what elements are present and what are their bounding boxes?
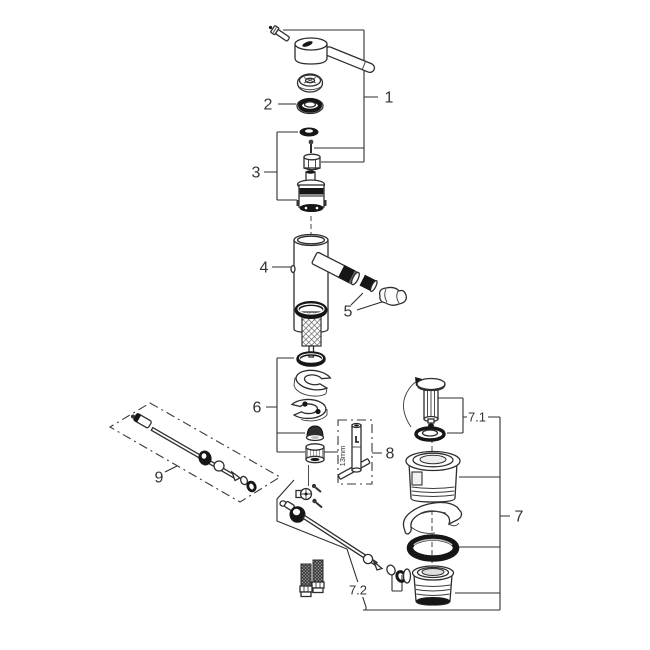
label-part-1: 1 xyxy=(385,90,394,107)
label-part-2: 2 xyxy=(264,97,273,114)
supply-hoses xyxy=(299,559,325,598)
mounting-horseshoe-upper xyxy=(293,369,332,397)
cartridge-washer xyxy=(299,127,319,137)
sleeve-nut xyxy=(305,443,325,486)
drain-flange xyxy=(405,450,461,503)
label-part-9: 9 xyxy=(155,470,164,487)
label-part-8: 8 xyxy=(386,446,395,463)
label-part-4: 4 xyxy=(260,260,269,277)
lever-handle xyxy=(294,37,376,74)
mounting-ring-part2 xyxy=(296,97,324,115)
mounting-horseshoe-lower xyxy=(290,398,328,422)
cap-nut xyxy=(305,425,325,442)
label-part-7: 7 xyxy=(515,509,524,526)
callout-labels: 1 2 3 4 5 6 7 7.1 7.2 8 9 xyxy=(155,90,524,598)
handle-dome-cap xyxy=(296,73,324,93)
aerator-assembly xyxy=(359,274,407,306)
shank-oring-small xyxy=(296,351,326,367)
callout-brackets xyxy=(164,29,510,611)
drain-lock-nut xyxy=(402,565,455,606)
cartridge-screw xyxy=(308,139,314,153)
faucet-body xyxy=(290,233,360,334)
drain-oring xyxy=(406,534,460,562)
label-part-5: 5 xyxy=(344,304,353,321)
cartridge xyxy=(296,170,327,212)
pull-rod-kit xyxy=(108,402,282,503)
label-part-7-1: 7.1 xyxy=(468,410,486,425)
drain-wave-clamp xyxy=(402,501,463,535)
popup-pivot-assembly xyxy=(279,483,323,523)
popup-rod xyxy=(302,514,407,583)
stopper-seal-ring xyxy=(414,426,446,442)
tool-box: 13mm xyxy=(337,419,373,485)
set-screw xyxy=(268,25,290,42)
label-part-7-2: 7.2 xyxy=(349,583,367,598)
popup-stopper xyxy=(403,377,446,428)
label-part-6: 6 xyxy=(253,400,262,417)
cartridge-adapter-nut xyxy=(303,153,321,171)
label-backplate xyxy=(345,582,372,597)
label-part-3: 3 xyxy=(252,165,261,182)
body-oring-large xyxy=(294,301,328,319)
tool-size-label: 13mm xyxy=(338,446,347,467)
threaded-shank xyxy=(301,311,322,358)
